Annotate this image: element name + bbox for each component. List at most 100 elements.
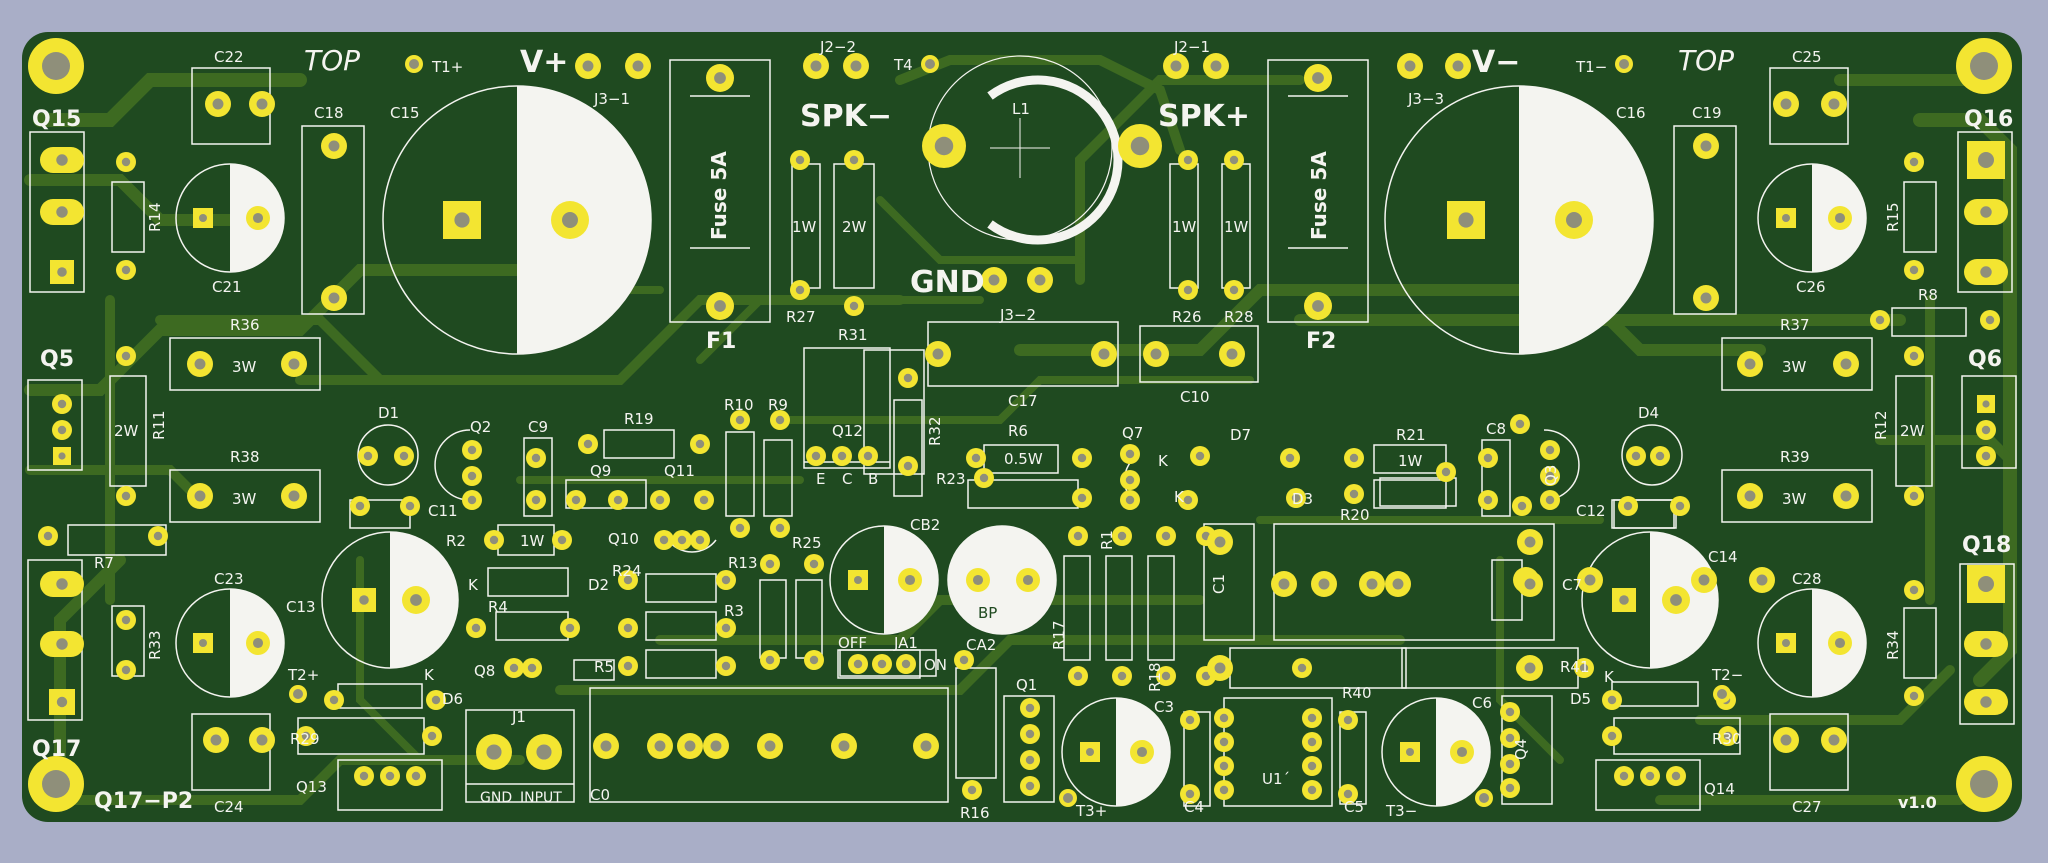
label-d3: D3 <box>1292 490 1313 508</box>
label-r10: R10 <box>724 396 754 414</box>
label-c18: C18 <box>314 104 344 122</box>
label-c1: C1 <box>1210 574 1228 594</box>
label-j3-3: J3−3 <box>1407 90 1444 108</box>
drill-hole <box>1655 451 1665 461</box>
drill-hole <box>1780 734 1792 746</box>
drill-hole <box>721 575 731 585</box>
label-r2: R2 <box>446 532 466 550</box>
drill-hole <box>153 531 163 541</box>
label-j1: J1 <box>511 708 526 726</box>
label-r21: R21 <box>1396 426 1426 444</box>
drill-hole <box>328 140 340 152</box>
label-w3a: 3W <box>232 358 257 376</box>
drill-hole <box>1483 495 1493 505</box>
drill-hole <box>411 771 421 781</box>
drill-hole <box>467 445 477 455</box>
drill-hole <box>194 490 206 502</box>
label-t1m: T1− <box>1575 58 1607 76</box>
text-top-left: TOP <box>304 44 360 77</box>
label-r25: R25 <box>792 534 822 552</box>
label-cb2: CB2 <box>910 516 940 534</box>
drill-hole <box>901 659 911 669</box>
label-r41: R41 <box>1560 658 1590 676</box>
drill-hole <box>1970 770 1998 798</box>
drill-hole <box>1025 781 1035 791</box>
drill-hole <box>1452 60 1464 72</box>
drill-hole <box>1619 771 1629 781</box>
drill-hole <box>1170 60 1182 72</box>
drill-hole <box>1214 536 1226 548</box>
drill-hole <box>467 471 477 481</box>
label-c5: C5 <box>1344 798 1364 816</box>
drill-hole <box>1307 713 1317 723</box>
drill-hole <box>721 623 731 633</box>
drill-hole <box>301 731 311 741</box>
drill-hole <box>810 60 822 72</box>
drill-hole <box>695 439 705 449</box>
drill-hole <box>838 740 850 752</box>
drill-hole <box>527 663 537 673</box>
label-q13: Q13 <box>296 778 327 796</box>
drill-hole <box>1307 785 1317 795</box>
label-d6: D6 <box>442 690 463 708</box>
drill-hole <box>42 770 70 798</box>
drill-hole <box>1195 451 1205 461</box>
label-u1: U1´ <box>1262 770 1290 788</box>
drill-hole <box>710 740 722 752</box>
drill-hole <box>288 358 300 370</box>
label-c3: C3 <box>1154 698 1174 716</box>
drill-hole <box>849 301 859 311</box>
drill-hole <box>1584 574 1596 586</box>
label-ebc-b: B <box>868 470 878 488</box>
label-c27: C27 <box>1792 798 1822 816</box>
drill-hole <box>328 292 340 304</box>
drill-hole <box>1366 578 1378 590</box>
label-w1a: 1W <box>792 218 817 236</box>
drill-hole <box>1545 445 1555 455</box>
drill-hole <box>1161 671 1171 681</box>
label-r26: R26 <box>1172 308 1202 326</box>
label-r17: R17 <box>1050 620 1068 650</box>
drill-hole <box>1909 585 1919 595</box>
label-r28: R28 <box>1224 308 1254 326</box>
text-f1: F1 <box>706 329 736 354</box>
drill-hole <box>1619 59 1629 69</box>
label-r36: R36 <box>230 316 260 334</box>
drill-hole <box>811 451 821 461</box>
label-w2b: 2W <box>114 422 139 440</box>
drill-hole <box>1671 771 1681 781</box>
text-top-right: TOP <box>1678 44 1734 77</box>
drill-hole <box>1312 300 1324 312</box>
drill-hole <box>1828 734 1840 746</box>
drill-hole <box>399 451 409 461</box>
label-fuse-right: Fuse 5A <box>1307 151 1331 240</box>
label-r24: R24 <box>612 562 642 580</box>
drill-hole <box>632 60 644 72</box>
label-r12: R12 <box>1872 410 1890 440</box>
drill-hole <box>1744 490 1756 502</box>
drill-hole <box>1545 495 1555 505</box>
drill-hole <box>1982 400 1990 408</box>
drill-hole <box>1229 285 1239 295</box>
drill-hole <box>1130 136 1150 156</box>
drill-hole <box>56 638 68 650</box>
drill-hole <box>210 734 222 746</box>
label-w3c: 3W <box>232 490 257 508</box>
drill-hole <box>735 523 745 533</box>
drill-hole <box>1607 731 1617 741</box>
drill-hole <box>1505 733 1515 743</box>
drill-hole <box>623 661 633 671</box>
drill-hole <box>1307 737 1317 747</box>
label-on: ON <box>924 656 947 674</box>
drill-hole <box>199 639 207 647</box>
drill-hole <box>58 452 66 460</box>
label-d5: D5 <box>1570 690 1591 708</box>
drill-hole <box>1343 715 1353 725</box>
label-q7: Q7 <box>1122 424 1143 442</box>
drill-hole <box>1312 72 1324 84</box>
drill-hole <box>1025 703 1035 713</box>
label-r37: R37 <box>1780 316 1810 334</box>
label-j2-1: J2−1 <box>1173 38 1210 56</box>
drill-hole <box>467 495 477 505</box>
label-c26: C26 <box>1796 278 1826 296</box>
